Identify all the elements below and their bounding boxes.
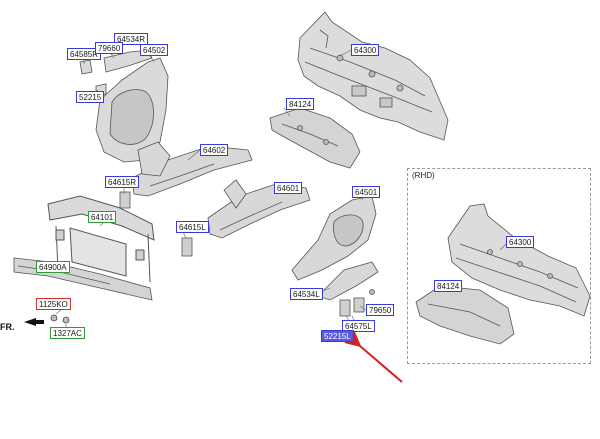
callout-64101[interactable]: 64101 xyxy=(88,211,117,223)
callout-64575L[interactable]: 64575L xyxy=(342,320,375,332)
rhd-inset-frame: (RHD) xyxy=(407,168,591,364)
highlight-arrow xyxy=(344,330,403,383)
callout-64601[interactable]: 64601 xyxy=(274,182,303,194)
front-label: FR. xyxy=(0,322,15,332)
callout-64501[interactable]: 64501 xyxy=(352,186,381,198)
rhd-title: (RHD) xyxy=(412,171,435,180)
side-member-64601 xyxy=(181,179,311,257)
callout-64300-rhd[interactable]: 64300 xyxy=(506,236,535,248)
callout-79660[interactable]: 79660 xyxy=(95,42,124,54)
callout-84124-rhd[interactable]: 84124 xyxy=(434,280,463,292)
callout-1125KO[interactable]: 1125KO xyxy=(36,298,71,310)
callout-64300[interactable]: 64300 xyxy=(351,44,380,56)
callout-79650[interactable]: 79650 xyxy=(366,304,395,316)
callout-84124[interactable]: 84124 xyxy=(286,98,315,110)
callout-64615R[interactable]: 64615R xyxy=(105,176,140,188)
fasteners xyxy=(50,314,70,324)
callout-64615L[interactable]: 64615L xyxy=(176,221,209,233)
callout-64502[interactable]: 64502 xyxy=(140,44,169,56)
front-direction-arrow xyxy=(24,318,44,326)
callout-52215L[interactable]: 52215L xyxy=(321,330,354,342)
callout-64602[interactable]: 64602 xyxy=(200,144,229,156)
callout-52215[interactable]: 52215 xyxy=(76,91,105,103)
dash-panel-64300 xyxy=(297,11,449,141)
insulator-84124 xyxy=(269,107,361,169)
callout-64900A[interactable]: 64900A xyxy=(36,261,70,273)
callout-64585R[interactable]: 64585R xyxy=(67,48,102,60)
callout-64534L[interactable]: 64534L xyxy=(290,288,323,300)
fender-apron-64501 xyxy=(291,195,379,317)
side-member-64602 xyxy=(119,141,253,209)
callout-1327AC[interactable]: 1327AC xyxy=(50,327,85,339)
